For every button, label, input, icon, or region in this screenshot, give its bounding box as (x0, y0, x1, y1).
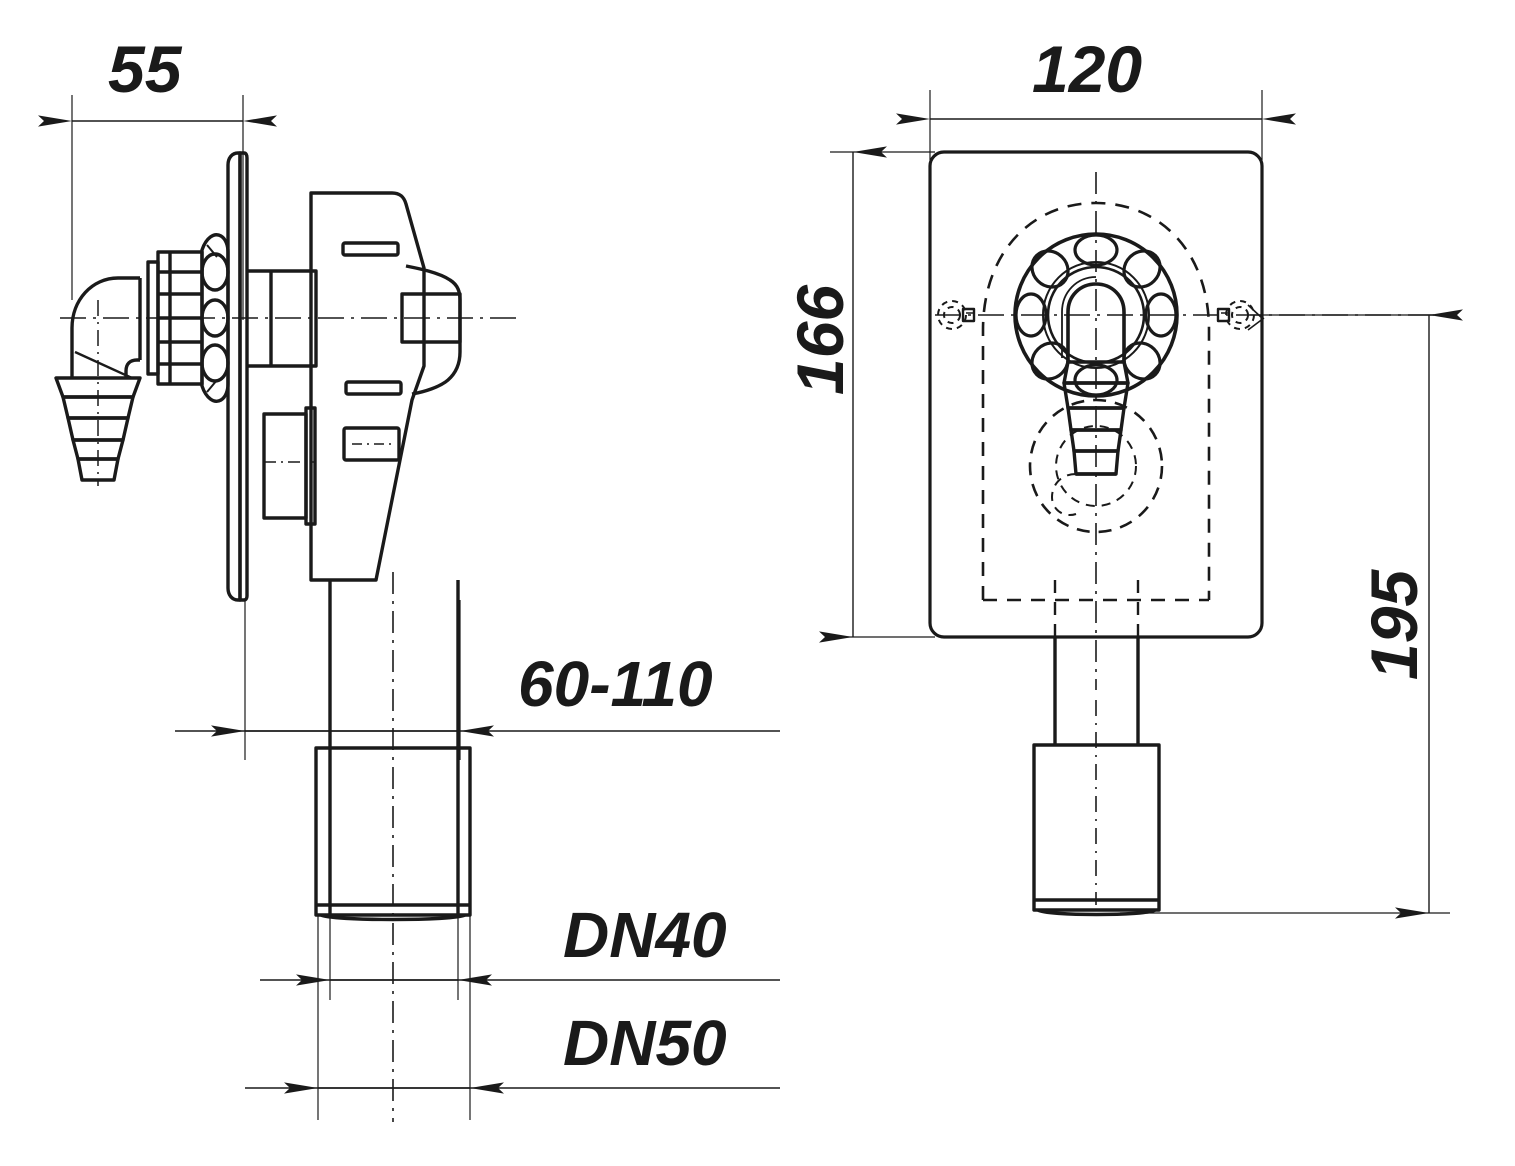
hose-elbow-connector (70, 276, 142, 380)
dimension-195 (1120, 309, 1463, 919)
dimension-120 (896, 90, 1296, 160)
front-view-geometry (928, 150, 1455, 917)
dimension-60-110 (175, 600, 780, 760)
dn-extension-lines (317, 915, 471, 1120)
dimension-label-166: 166 (783, 284, 857, 395)
mounting-mark-squares (961, 304, 1265, 331)
inlet-spigot (247, 269, 318, 368)
flange-hole-8 (1030, 249, 1070, 289)
dimension-label-dn50: DN50 (563, 1007, 727, 1079)
side-port-plug (262, 406, 317, 526)
body-slot-markings (341, 241, 403, 462)
side-view-geometry (54, 151, 520, 1122)
hidden-trap-detail (1051, 425, 1137, 516)
flange-bore (1066, 282, 1126, 362)
dimension-label-120: 120 (1032, 32, 1142, 106)
dimension-label-dn40: DN40 (563, 899, 727, 971)
dimension-166 (819, 146, 935, 643)
dimension-label-60-110: 60-110 (518, 648, 713, 720)
hidden-trap-circle (1028, 398, 1164, 534)
dimension-layer (38, 90, 1463, 1094)
siphon-body (309, 191, 462, 582)
hose-barb-nozzle (54, 376, 142, 482)
dimension-label-195: 195 (1357, 569, 1431, 680)
front-plate-outline (928, 150, 1264, 639)
dimension-55 (38, 95, 277, 320)
flange-hole-6 (1030, 341, 1070, 381)
flange-hole-2 (1122, 249, 1162, 289)
hidden-pipe-edges (1053, 580, 1140, 645)
wall-mounting-plate (226, 151, 249, 602)
flange-hole-4 (1122, 341, 1162, 381)
dimension-label-55: 55 (108, 32, 183, 106)
flange-hole-5 (1073, 363, 1119, 397)
